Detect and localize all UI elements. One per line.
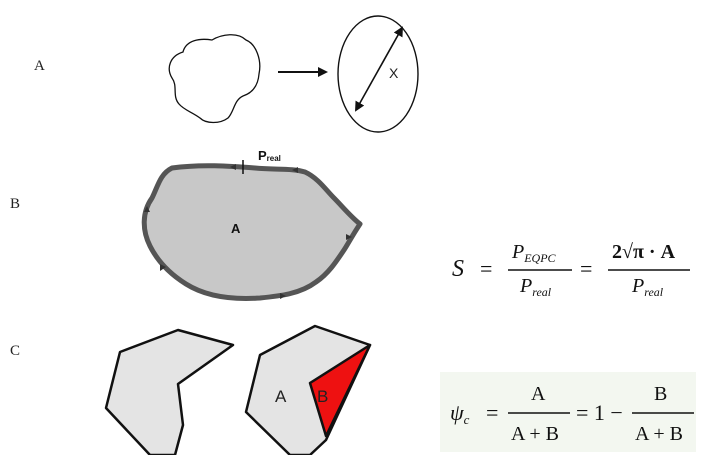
formula-s-num2: 2√π · A [612,241,676,263]
formula-psi-den1: A + B [511,423,559,445]
region-b-label: B [317,387,328,406]
psi-formula-background [440,372,696,452]
panel-b: Preal A [141,148,363,301]
formula-convexity: ψc = A A + B = 1 − B A + B [450,383,694,445]
perimeter-arrow-bottom [280,293,286,299]
formula-s-eq1: = [480,256,492,281]
irregular-particle-outline [168,34,261,124]
perimeter-arrow-top [230,164,236,170]
area-label: A [231,221,241,236]
row-label-c: C [10,343,21,359]
perimeter-arrow-top-right [292,167,298,173]
formula-s-den1: Preal [519,275,552,299]
formula-psi-num1: A [531,383,546,405]
region-b-deficit [308,343,372,438]
formula-psi-middle: = 1 − [576,400,623,425]
row-label-a: A [34,58,45,74]
formula-psi-num2: B [654,383,667,405]
convex-hull-polygon [244,324,372,455]
diameter-label: X [389,65,399,81]
diameter-arrow [355,26,403,112]
row-label-b: B [10,196,21,212]
formula-s-den2: Preal [631,275,664,299]
formula-sphericity: S = PEQPC Preal = 2√π · A Preal [452,241,690,299]
concave-polygon [104,328,235,455]
perimeter-arrow-left [144,206,150,212]
equivalent-circle [337,15,419,133]
perimeter-arrow-lower-left [160,264,166,271]
particle-area-shape [141,163,363,301]
formula-s-eq2: = [580,256,592,281]
formula-s-lhs: S [452,256,464,282]
formula-s-num1: PEQPC [511,241,557,265]
formula-psi-den2: A + B [635,423,683,445]
panel-a: X [168,15,419,133]
panel-c: A B [104,324,372,455]
formula-psi-eq: = [486,400,498,425]
perimeter-arrow-right [346,234,352,240]
formula-psi-lhs: ψc [450,400,470,427]
region-a-label: A [275,387,287,406]
perimeter-label: Preal [258,148,281,163]
